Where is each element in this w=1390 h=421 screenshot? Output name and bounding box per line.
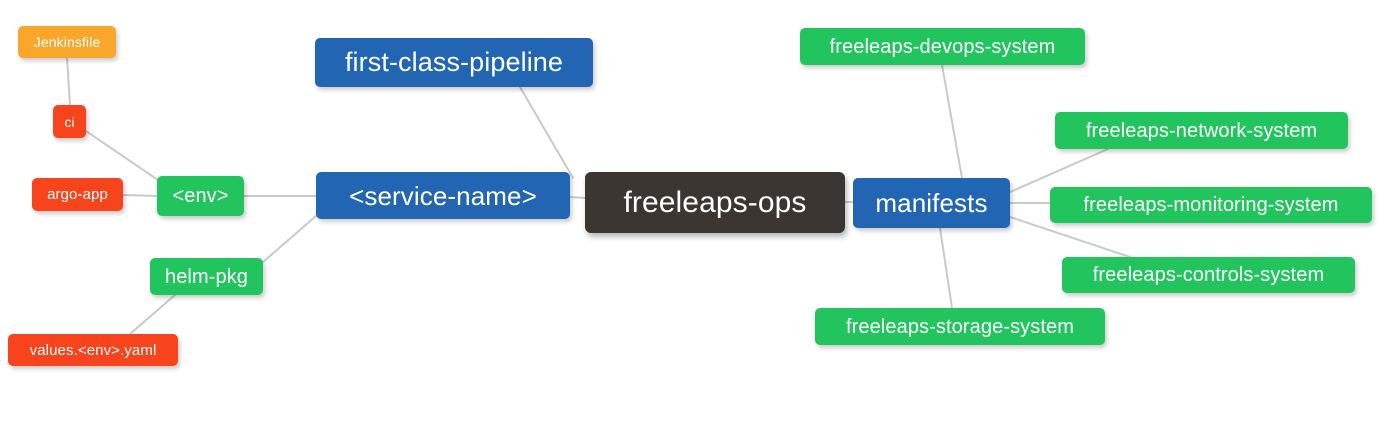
- edge-ci-to-env: [85, 130, 159, 181]
- node-freeleaps-ops[interactable]: freeleaps-ops: [585, 172, 845, 233]
- node-label: freeleaps-ops: [623, 185, 807, 219]
- node-label: freeleaps-devops-system: [829, 35, 1056, 58]
- node-first-class-pipeline[interactable]: first-class-pipeline: [315, 38, 593, 87]
- edge-helm-pkg-to-values-yaml: [129, 294, 176, 335]
- node-jenkinsfile[interactable]: Jenkinsfile: [18, 26, 116, 58]
- node-argo-app[interactable]: argo-app: [32, 178, 123, 211]
- node-helm-pkg[interactable]: helm-pkg: [150, 258, 263, 295]
- edge-argo-app-to-env: [122, 194, 158, 197]
- node-label: values.<env>.yaml: [29, 341, 157, 359]
- node-ci[interactable]: ci: [53, 105, 86, 138]
- node-label: <env>: [172, 185, 229, 207]
- edge-jenkinsfile-to-ci: [66, 57, 71, 106]
- node-manifests[interactable]: manifests: [853, 178, 1010, 228]
- node-env[interactable]: <env>: [157, 176, 244, 216]
- node-freeleaps-network-system[interactable]: freeleaps-network-system: [1055, 112, 1348, 149]
- node-label: freeleaps-network-system: [1085, 119, 1318, 142]
- node-values-yaml[interactable]: values.<env>.yaml: [8, 334, 178, 366]
- node-freeleaps-devops-system[interactable]: freeleaps-devops-system: [800, 28, 1085, 65]
- edge-service-name-to-helm-pkg: [262, 215, 317, 263]
- edge-service-name-to-freeleaps-ops: [569, 196, 586, 199]
- node-label: freeleaps-controls-system: [1092, 264, 1325, 286]
- node-label: freeleaps-monitoring-system: [1083, 194, 1339, 216]
- node-label: Jenkinsfile: [33, 34, 101, 50]
- edge-manifests-to-freeleaps-devops-system: [941, 64, 963, 179]
- node-label: helm-pkg: [164, 265, 249, 288]
- node-label: <service-name>: [349, 180, 537, 211]
- node-freeleaps-monitoring-system[interactable]: freeleaps-monitoring-system: [1050, 187, 1372, 223]
- node-label: manifests: [875, 188, 988, 218]
- node-label: first-class-pipeline: [344, 47, 564, 77]
- node-service-name[interactable]: <service-name>: [316, 172, 570, 219]
- edge-service-name-to-first-class-pipeline: [519, 86, 574, 179]
- edge-manifests-to-freeleaps-controls-system: [1009, 216, 1131, 258]
- edge-manifests-to-freeleaps-network-system: [1009, 148, 1109, 193]
- node-label: ci: [64, 113, 75, 130]
- node-label: freeleaps-storage-system: [845, 315, 1075, 338]
- node-freeleaps-controls-system[interactable]: freeleaps-controls-system: [1062, 257, 1355, 293]
- node-label: argo-app: [47, 186, 108, 203]
- node-freeleaps-storage-system[interactable]: freeleaps-storage-system: [815, 308, 1105, 345]
- edge-manifests-to-freeleaps-storage-system: [939, 227, 953, 309]
